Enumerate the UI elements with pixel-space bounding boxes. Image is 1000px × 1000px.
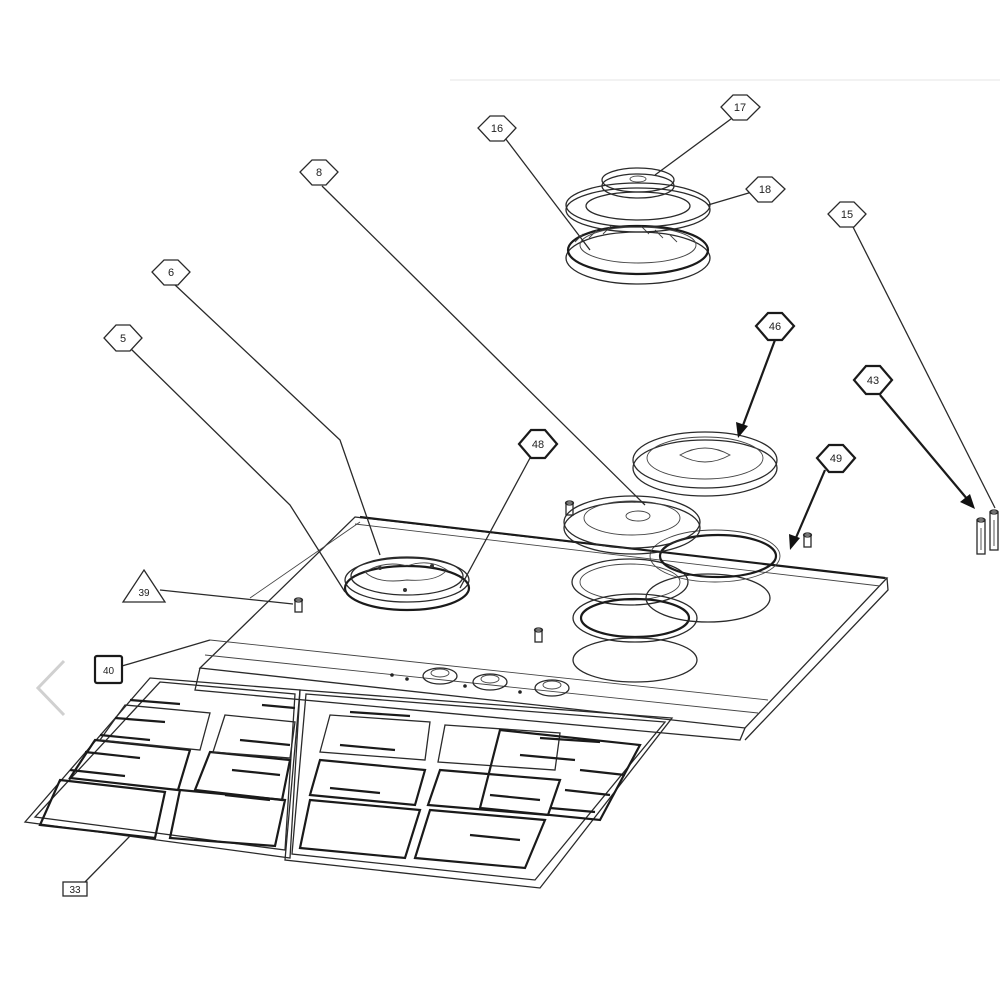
callout-label-16: 16: [491, 123, 503, 135]
spark-electrodes: [976, 509, 999, 555]
arrow-leaders: [736, 339, 975, 550]
callout-label-49: 49: [830, 453, 842, 465]
chevron-left-icon[interactable]: [30, 655, 74, 721]
control-knobs: [390, 667, 570, 697]
callout-rect-33: [62, 881, 88, 897]
callout-label-48: 48: [532, 439, 544, 451]
leader-lines: [84, 115, 996, 883]
callout-label-46: 46: [769, 321, 781, 333]
pan-support-left: [23, 677, 301, 859]
callout-label-33: 33: [69, 885, 81, 896]
right-burner-cap: [632, 431, 778, 497]
callout-hexagons: [103, 94, 894, 474]
callout-label-8: 8: [316, 167, 322, 179]
callout-label-6: 6: [168, 267, 174, 279]
middle-burner-cap: [563, 495, 701, 555]
panel-electrodes: [293, 500, 813, 643]
panel-burner-holes: [571, 529, 781, 683]
callout-label-43: 43: [867, 375, 879, 387]
callout-square-40: [93, 654, 124, 685]
callout-triangle-39: [121, 568, 167, 603]
chevron-left-glyph: [35, 659, 66, 717]
callout-label-17: 17: [734, 102, 746, 114]
callout-label-39: 39: [138, 588, 150, 599]
callout-label-15: 15: [841, 209, 853, 221]
top-burner-assembly: [565, 167, 711, 285]
pan-support-right: [284, 689, 674, 889]
callout-label-5: 5: [120, 333, 126, 345]
callout-label-40: 40: [103, 666, 115, 677]
callout-label-18: 18: [759, 184, 771, 196]
left-burner: [343, 556, 471, 612]
